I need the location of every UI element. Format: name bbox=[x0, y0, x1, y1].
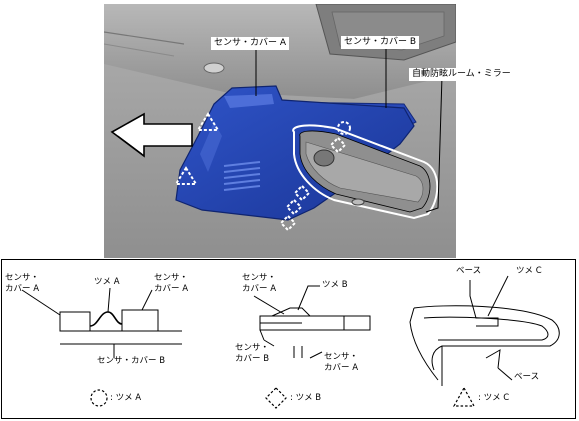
claw-a-detail bbox=[21, 287, 182, 358]
claw-detail-panel: センサ・ カバー A ツメ A センサ・ カバー A センサ・カバー B センサ… bbox=[1, 259, 576, 419]
d2-claw-b-label: ツメ B bbox=[322, 280, 348, 290]
callout-sensor-cover-b: センサ・カバー B bbox=[341, 36, 420, 49]
mirror-assembly-drawing bbox=[104, 4, 456, 258]
legend-triangle-icon bbox=[452, 386, 476, 407]
legend-claw-b: : ツメ B bbox=[290, 393, 322, 403]
d1-cover-a-right-line1: センサ・ bbox=[154, 273, 189, 283]
claw-b-detail bbox=[253, 285, 371, 359]
d1-cover-a-left-line1: センサ・ bbox=[5, 273, 40, 283]
claw-c-detail bbox=[409, 275, 560, 386]
d3-base-bottom-label: ベース bbox=[514, 372, 540, 382]
callout-sensor-cover-a: センサ・カバー A bbox=[211, 37, 290, 50]
removal-direction-arrow bbox=[110, 112, 193, 158]
legend-diamond-icon bbox=[265, 387, 287, 409]
d2-cover-b-line1: センサ・ bbox=[235, 343, 270, 353]
claw-detail-drawings bbox=[21, 275, 560, 409]
d2-cover-b-line2: カバー B bbox=[235, 354, 270, 364]
legend-claw-c: : ツメ C bbox=[478, 393, 510, 403]
d1-cover-a-right-line2: カバー A bbox=[154, 284, 189, 294]
d1-cover-a-left-line2: カバー A bbox=[5, 284, 40, 294]
d3-claw-c-label: ツメ C bbox=[516, 266, 542, 276]
d2-cover-a-bottom-line1: センサ・ bbox=[324, 352, 359, 362]
d2-cover-a-top-line2: カバー A bbox=[242, 284, 277, 294]
d3-base-top-label: ベース bbox=[456, 266, 482, 276]
d1-claw-a-label: ツメ A bbox=[94, 277, 120, 287]
d1-cover-b-label: センサ・カバー B bbox=[97, 356, 166, 366]
d2-cover-a-bottom-line2: カバー A bbox=[324, 363, 359, 373]
callout-auto-dimming-mirror: 自動防眩ルーム・ミラー bbox=[409, 68, 514, 81]
d2-cover-a-top-line1: センサ・ bbox=[242, 273, 277, 283]
legend-circle-icon bbox=[90, 389, 108, 407]
legend-claw-a: : ツメ A bbox=[110, 393, 142, 403]
